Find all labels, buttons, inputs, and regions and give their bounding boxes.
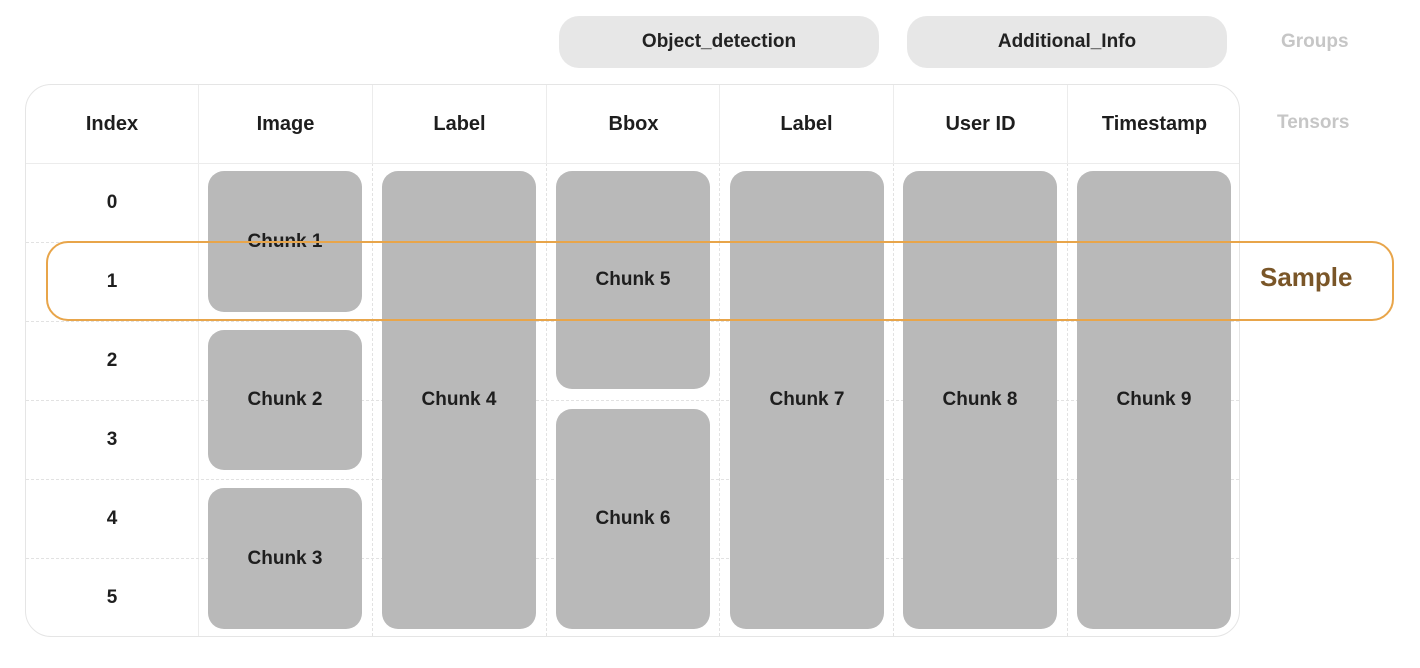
header-divider: [26, 163, 1239, 164]
row-index-0: 0: [106, 191, 118, 213]
row-index-3: 3: [106, 428, 118, 450]
chunk-9: Chunk 9: [1077, 171, 1231, 629]
sample-label: Sample: [1260, 262, 1353, 292]
chunk-2: Chunk 2: [208, 330, 362, 470]
chunk-3: Chunk 3: [208, 488, 362, 629]
chunk-7: Chunk 7: [730, 171, 884, 629]
chunk-5: Chunk 5: [556, 171, 710, 389]
column-header-bbox: Bbox: [608, 112, 659, 135]
column-divider: [372, 163, 373, 636]
row-index-1: 1: [106, 270, 118, 292]
column-divider: [372, 85, 373, 163]
column-header-index: Index: [85, 112, 139, 135]
column-divider: [198, 85, 199, 636]
row-divider: [26, 400, 1239, 401]
chunk-8: Chunk 8: [903, 171, 1057, 629]
column-divider: [1067, 163, 1068, 636]
row-index-2: 2: [106, 349, 118, 371]
groups-label: Groups: [1281, 31, 1349, 52]
column-divider: [893, 163, 894, 636]
column-divider: [893, 85, 894, 163]
column-header-timestamp: Timestamp: [1101, 112, 1208, 135]
column-header-label-2: Label: [780, 112, 833, 135]
sample-highlight: [46, 241, 1394, 321]
column-divider: [546, 163, 547, 636]
column-divider: [546, 85, 547, 163]
row-index-4: 4: [106, 507, 118, 529]
group-object-detection: Object_detection: [559, 16, 879, 68]
column-header-label: Label: [433, 112, 486, 135]
column-header-user-id: User ID: [945, 112, 1016, 135]
column-divider: [719, 85, 720, 163]
chunk-4: Chunk 4: [382, 171, 536, 629]
column-header-image: Image: [256, 112, 315, 135]
column-divider: [719, 163, 720, 636]
column-divider: [1067, 85, 1068, 163]
tensors-label: Tensors: [1277, 112, 1350, 133]
row-index-5: 5: [106, 586, 118, 608]
chunk-6: Chunk 6: [556, 409, 710, 629]
group-additional-info: Additional_Info: [907, 16, 1227, 68]
